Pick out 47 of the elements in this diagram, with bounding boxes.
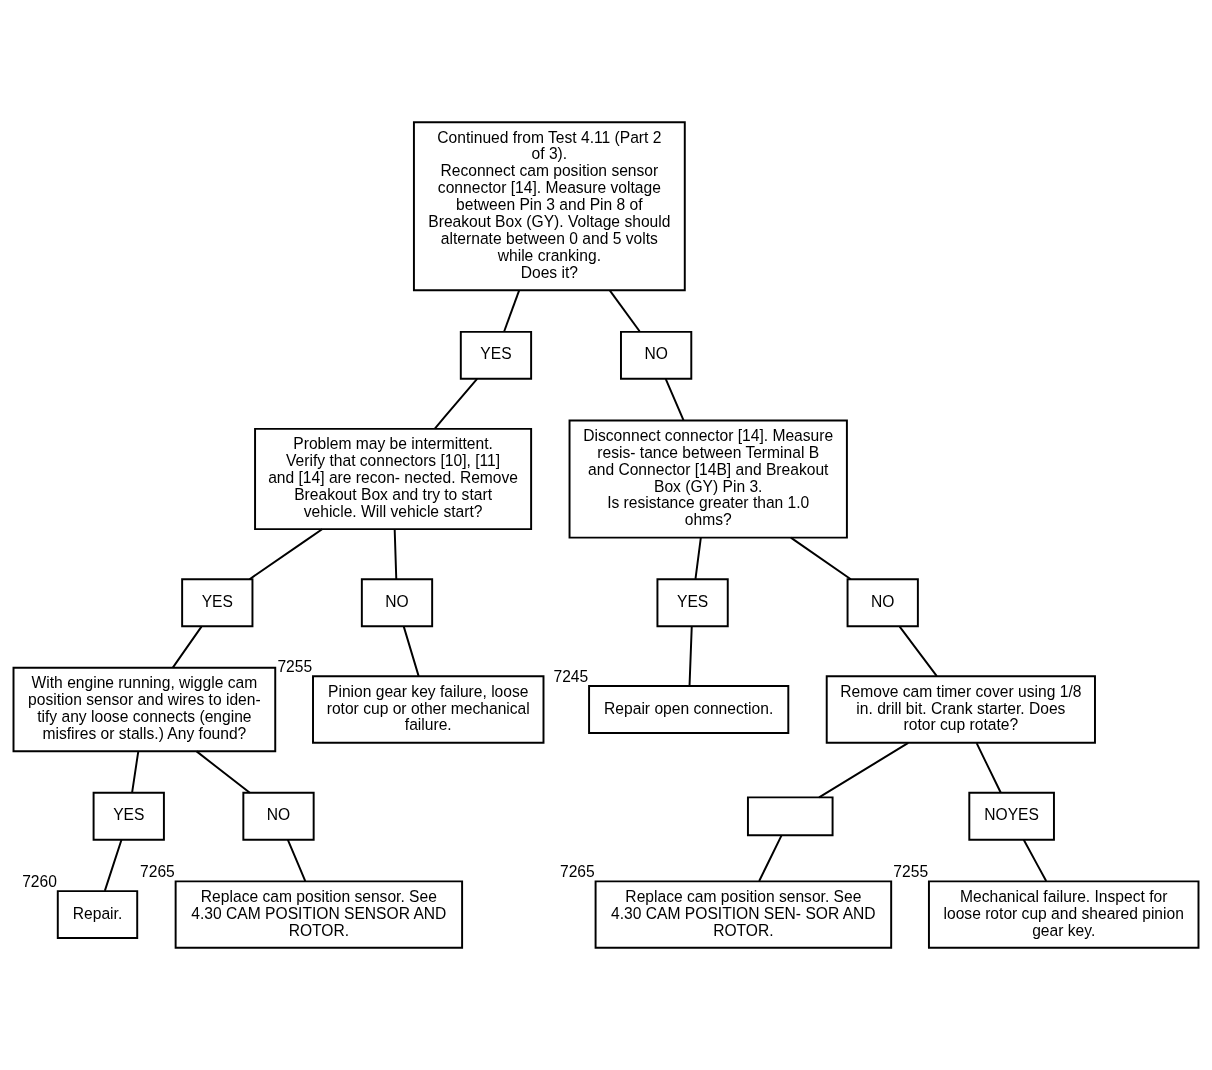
- node-label: 7265: [559, 862, 595, 880]
- connector: [286, 838, 307, 882]
- connector: [664, 377, 685, 422]
- node-label: 7255: [277, 657, 313, 675]
- connector: [975, 742, 1002, 794]
- connector: [393, 528, 398, 581]
- connector: [402, 625, 420, 678]
- node-box: Disconnect connector [14]. Measure resis- tance between Terminal B and Connector [14B] and Breakout Box (GY) Pin 3. Is resistance greater than 1.0 ohms?: [568, 419, 848, 539]
- connector: [131, 750, 140, 794]
- node-box: Pinion gear key failure, loose rotor cup or other mechanical failure.: [312, 675, 545, 744]
- node-box: [746, 796, 834, 837]
- node-label: 7265: [140, 862, 175, 880]
- node-box: NO: [846, 578, 919, 628]
- connector: [195, 750, 251, 794]
- connector: [433, 377, 479, 430]
- node-box: Replace cam position sensor. See 4.30 CAM POSITION SENSOR AND ROTOR.: [174, 880, 464, 949]
- node-box: With engine running, wiggle cam position sensor and wires to iden- tify any loose connects (engine misfires or stalls.) Any found?: [12, 666, 277, 753]
- connector: [818, 741, 910, 799]
- node-box: YES: [459, 330, 533, 380]
- node-box: Repair open connection.: [588, 685, 790, 734]
- node-box: Repair.: [56, 890, 139, 939]
- node-label: 7255: [893, 862, 929, 880]
- connector: [171, 625, 203, 669]
- connector: [694, 536, 702, 580]
- node-box: NOYES: [968, 791, 1055, 841]
- node-box: Continued from Test 4.11 (Part 2 of 3). Reconnect cam position sensor connector [14]. Measure voltage between Pin 3 and Pin 8 of Breakout Box (GY). Voltage should alternate between 0 and 5 volts while cranking. Does it?: [412, 121, 686, 292]
- connector: [898, 625, 938, 678]
- node-box: Problem may be intermittent. Verify that connectors [10], [11] and [14] are recon- nected. Remove Breakout Box and try to start vehicle. Will vehicle start?: [254, 427, 533, 531]
- connector: [248, 528, 324, 581]
- node-label: 7245: [553, 667, 589, 685]
- connector: [103, 838, 123, 892]
- node-label: 7260: [22, 872, 57, 890]
- node-box: YES: [656, 578, 729, 628]
- connector: [503, 289, 521, 333]
- connector: [688, 625, 693, 687]
- node-box: NO: [242, 791, 315, 841]
- connector: [789, 536, 852, 581]
- connector: [608, 289, 641, 333]
- node-box: Mechanical failure. Inspect for loose rotor cup and sheared pinion gear key.: [927, 880, 1200, 949]
- node-box: NO: [620, 330, 693, 380]
- connector: [1022, 838, 1048, 882]
- node-box: YES: [92, 791, 165, 841]
- node-box: Remove cam timer cover using 1/8 in. drill bit. Crank starter. Does rotor cup rotate?: [825, 675, 1096, 744]
- node-box: YES: [181, 578, 254, 628]
- node-box: Replace cam position sensor. See 4.30 CAM POSITION SEN- SOR AND ROTOR.: [594, 880, 893, 949]
- node-box: NO: [360, 578, 434, 628]
- connector: [758, 834, 783, 882]
